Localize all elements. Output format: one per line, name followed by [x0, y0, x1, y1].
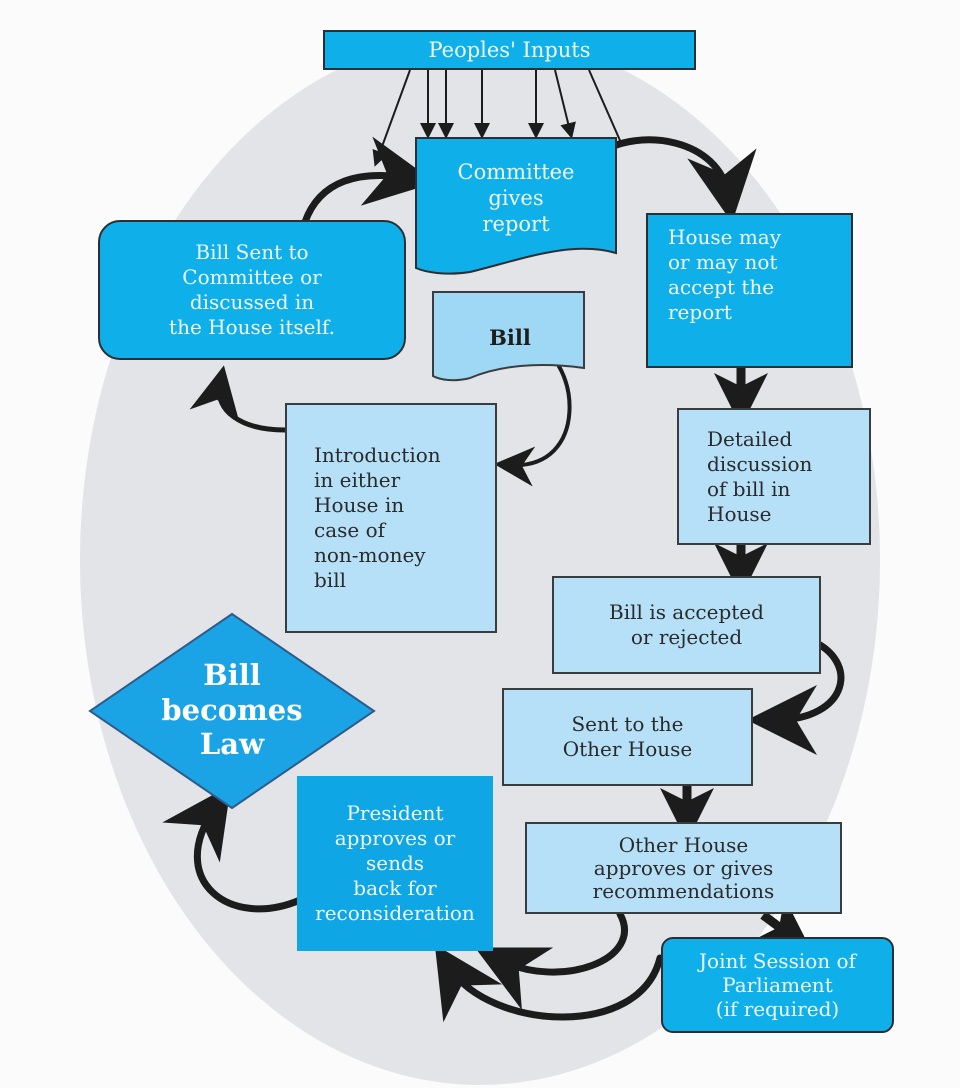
arrow-to-law: [162, 784, 304, 913]
bill-becomes-law-box: Bill becomes Law: [130, 640, 334, 780]
house-accept-box: House may or may not accept the report: [646, 213, 853, 368]
sent-other-house-box: Sent to the Other House: [502, 688, 753, 786]
arrow-to-committee: [301, 136, 436, 226]
peoples-inputs-label: Peoples' Inputs: [428, 37, 591, 62]
arrow-joint-to-president: [434, 944, 664, 1023]
sent-other-house-label: Sent to the Other House: [562, 712, 693, 761]
bill-doc-label: Bill: [489, 324, 531, 350]
bill-document-shape: [432, 291, 585, 382]
input-arrow: [588, 69, 623, 146]
arrow-to-bill-sent: [189, 365, 288, 433]
president-box: President approves or sends back for rec…: [297, 776, 493, 951]
input-arrow: [554, 69, 576, 139]
other-house-approves-label: Other House approves or gives recommenda…: [592, 832, 775, 903]
arrow-other-to-president: [474, 910, 628, 1011]
arrow-to-sent-other: [747, 636, 845, 755]
arrow-to-joint-session: [752, 897, 812, 952]
detailed-discussion-label: Detailed discussion of bill in House: [707, 426, 813, 526]
committee-report-shape: [415, 137, 617, 275]
accepted-rejected-label: Bill is accepted or rejected: [609, 600, 764, 649]
bill-sent-label: Bill Sent to Committee or discussed in t…: [169, 240, 335, 339]
introduction-box: Introduction in either House in case of …: [285, 403, 497, 633]
other-house-approves-box: Other House approves or gives recommenda…: [525, 822, 842, 914]
bill-becomes-law-label: Bill becomes Law: [161, 657, 303, 762]
bill-doc-box: Bill: [470, 318, 550, 358]
introduction-label: Introduction in either House in case of …: [314, 443, 441, 592]
house-accept-label: House may or may not accept the report: [668, 225, 782, 324]
peoples-inputs-box: Peoples' Inputs: [323, 30, 696, 70]
detailed-discussion-box: Detailed discussion of bill in House: [677, 408, 871, 545]
joint-session-box: Joint Session of Parliament (if required…: [661, 937, 894, 1033]
committee-report-label: Committee gives report: [457, 159, 575, 237]
bill-sent-box: Bill Sent to Committee or discussed in t…: [98, 220, 406, 360]
accepted-rejected-box: Bill is accepted or rejected: [552, 576, 821, 674]
committee-report-box: Committee gives report: [416, 148, 616, 248]
president-label: President approves or sends back for rec…: [315, 801, 475, 925]
law-diamond-shape: [88, 612, 376, 810]
joint-session-label: Joint Session of Parliament (if required…: [699, 949, 856, 1021]
